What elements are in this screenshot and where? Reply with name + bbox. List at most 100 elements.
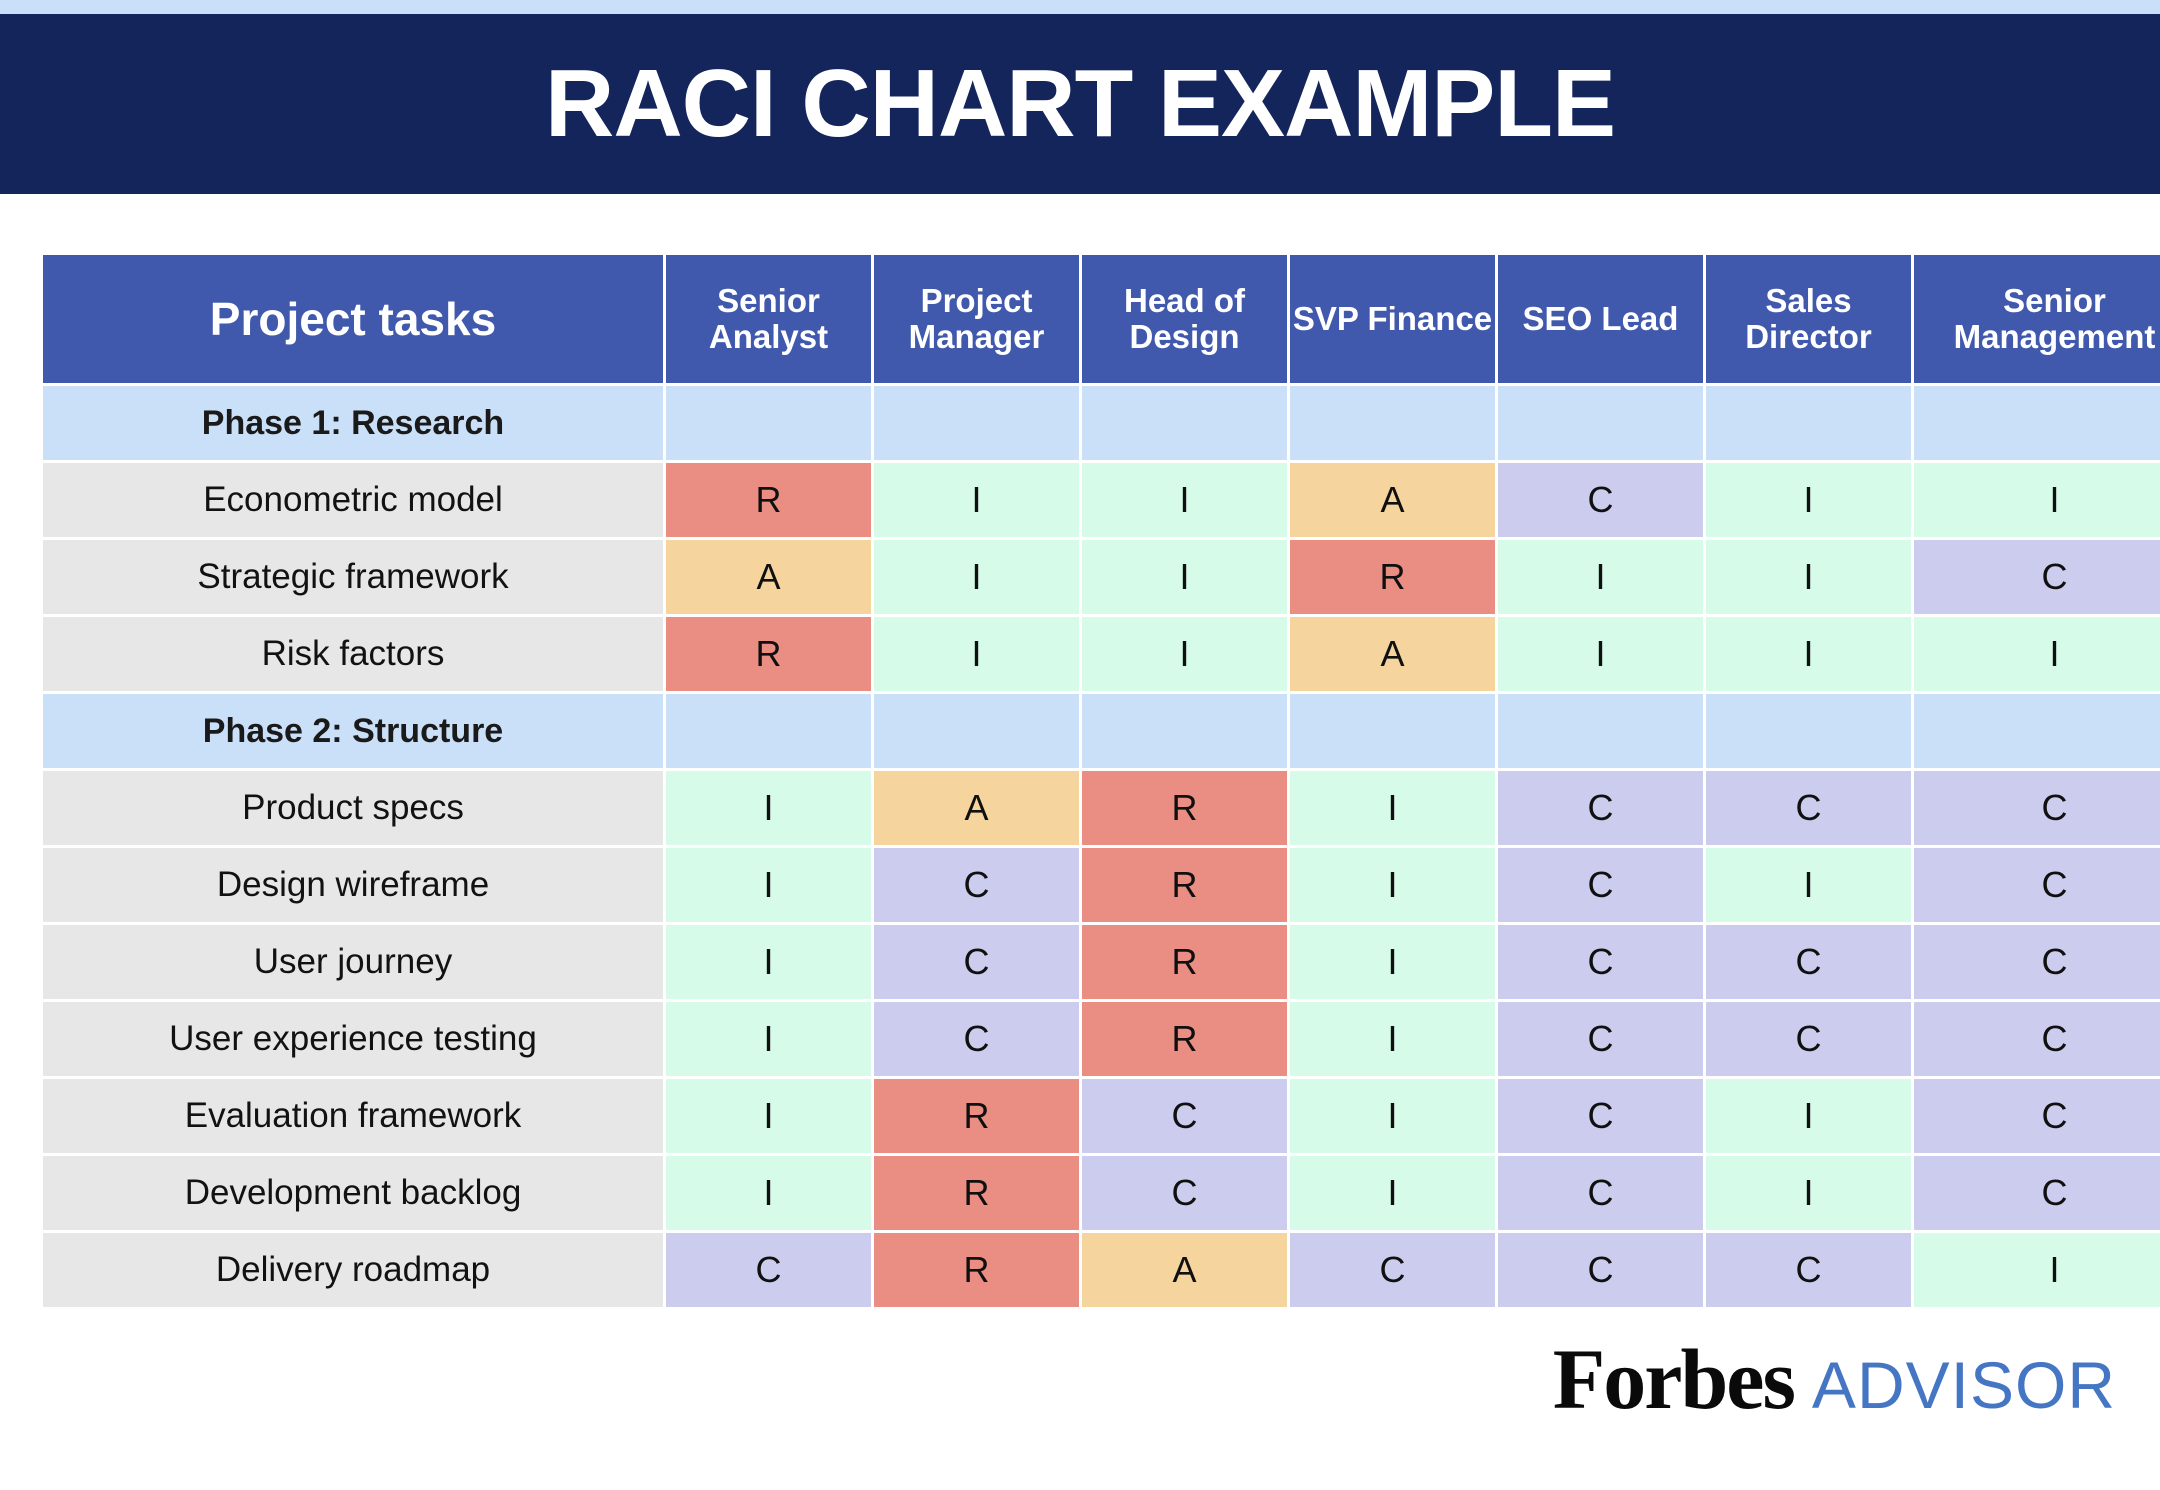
raci-cell: C: [1914, 1079, 2160, 1153]
raci-cell: I: [1290, 1079, 1495, 1153]
raci-cell: I: [666, 925, 871, 999]
column-header-project-manager: Project Manager: [874, 255, 1079, 383]
raci-cell: I: [666, 1156, 871, 1230]
raci-cell: R: [1082, 771, 1287, 845]
raci-cell: C: [1290, 1233, 1495, 1307]
column-header-project-tasks: Project tasks: [43, 255, 663, 383]
raci-cell: I: [1082, 617, 1287, 691]
raci-cell: I: [1914, 463, 2160, 537]
phase-label: Phase 1: Research: [43, 386, 663, 460]
raci-cell: R: [666, 617, 871, 691]
raci-cell: I: [1706, 617, 1911, 691]
raci-cell: R: [666, 463, 871, 537]
raci-cell: I: [1706, 1156, 1911, 1230]
raci-cell: I: [1290, 848, 1495, 922]
raci-cell: C: [1082, 1079, 1287, 1153]
raci-cell: C: [1498, 925, 1703, 999]
phase-blank-cell: [1706, 694, 1911, 768]
raci-cell: C: [1706, 1002, 1911, 1076]
phase-row: Phase 2: Structure: [43, 694, 2160, 768]
raci-cell: C: [1914, 540, 2160, 614]
task-label: Delivery roadmap: [43, 1233, 663, 1307]
raci-cell: C: [1914, 771, 2160, 845]
task-label: Design wireframe: [43, 848, 663, 922]
header-row: Project tasks Senior Analyst Project Man…: [43, 255, 2160, 383]
logo-forbes-text: Forbes: [1552, 1331, 1796, 1427]
raci-cell: A: [1082, 1233, 1287, 1307]
logo-advisor-text: ADVISOR: [1811, 1348, 2116, 1422]
raci-cell: I: [1706, 540, 1911, 614]
raci-cell: I: [666, 771, 871, 845]
phase-blank-cell: [874, 694, 1079, 768]
raci-cell: R: [874, 1233, 1079, 1307]
column-header-head-of-design: Head of Design: [1082, 255, 1287, 383]
raci-cell: I: [1082, 463, 1287, 537]
raci-cell: I: [666, 1079, 871, 1153]
phase-blank-cell: [1706, 386, 1911, 460]
column-header-senior-analyst: Senior Analyst: [666, 255, 871, 383]
phase-blank-cell: [1082, 386, 1287, 460]
task-label: User journey: [43, 925, 663, 999]
raci-table: Project tasks Senior Analyst Project Man…: [40, 252, 2160, 1310]
phase-blank-cell: [1290, 694, 1495, 768]
raci-cell: I: [874, 463, 1079, 537]
raci-cell: C: [1498, 463, 1703, 537]
column-header-sales-director: Sales Director: [1706, 255, 1911, 383]
raci-cell: C: [1914, 925, 2160, 999]
raci-cell: A: [666, 540, 871, 614]
raci-cell: C: [1914, 1002, 2160, 1076]
raci-cell: R: [1082, 848, 1287, 922]
raci-cell: I: [1290, 771, 1495, 845]
raci-cell: I: [666, 1002, 871, 1076]
task-label: Development backlog: [43, 1156, 663, 1230]
task-label: User experience testing: [43, 1002, 663, 1076]
raci-cell: A: [1290, 617, 1495, 691]
raci-cell: C: [1706, 1233, 1911, 1307]
raci-cell: I: [1498, 540, 1703, 614]
raci-cell: R: [1290, 540, 1495, 614]
top-accent-strip: [0, 0, 2160, 14]
phase-blank-cell: [666, 694, 871, 768]
task-label: Strategic framework: [43, 540, 663, 614]
phase-row: Phase 1: Research: [43, 386, 2160, 460]
raci-cell: C: [1498, 771, 1703, 845]
raci-table-container: Project tasks Senior Analyst Project Man…: [0, 194, 2160, 1310]
raci-cell: R: [874, 1079, 1079, 1153]
raci-cell: C: [874, 848, 1079, 922]
raci-cell: I: [1082, 540, 1287, 614]
phase-blank-cell: [1914, 386, 2160, 460]
column-header-seo-lead: SEO Lead: [1498, 255, 1703, 383]
phase-blank-cell: [1498, 694, 1703, 768]
phase-label: Phase 2: Structure: [43, 694, 663, 768]
raci-cell: I: [666, 848, 871, 922]
raci-cell: R: [874, 1156, 1079, 1230]
phase-blank-cell: [1914, 694, 2160, 768]
raci-cell: C: [1082, 1156, 1287, 1230]
raci-cell: I: [1914, 1233, 2160, 1307]
raci-cell: R: [1082, 1002, 1287, 1076]
raci-cell: C: [874, 1002, 1079, 1076]
forbes-advisor-logo: Forbes ADVISOR: [1553, 1336, 2116, 1422]
raci-cell: I: [1706, 463, 1911, 537]
page-title: RACI CHART EXAMPLE: [544, 50, 1616, 157]
raci-cell: I: [874, 540, 1079, 614]
raci-cell: C: [874, 925, 1079, 999]
raci-cell: I: [874, 617, 1079, 691]
table-header: Project tasks Senior Analyst Project Man…: [43, 255, 2160, 383]
raci-cell: I: [1290, 1156, 1495, 1230]
raci-cell: C: [1914, 848, 2160, 922]
phase-blank-cell: [1290, 386, 1495, 460]
phase-blank-cell: [1082, 694, 1287, 768]
raci-cell: C: [666, 1233, 871, 1307]
raci-cell: C: [1498, 1079, 1703, 1153]
title-banner: RACI CHART EXAMPLE: [0, 14, 2160, 194]
